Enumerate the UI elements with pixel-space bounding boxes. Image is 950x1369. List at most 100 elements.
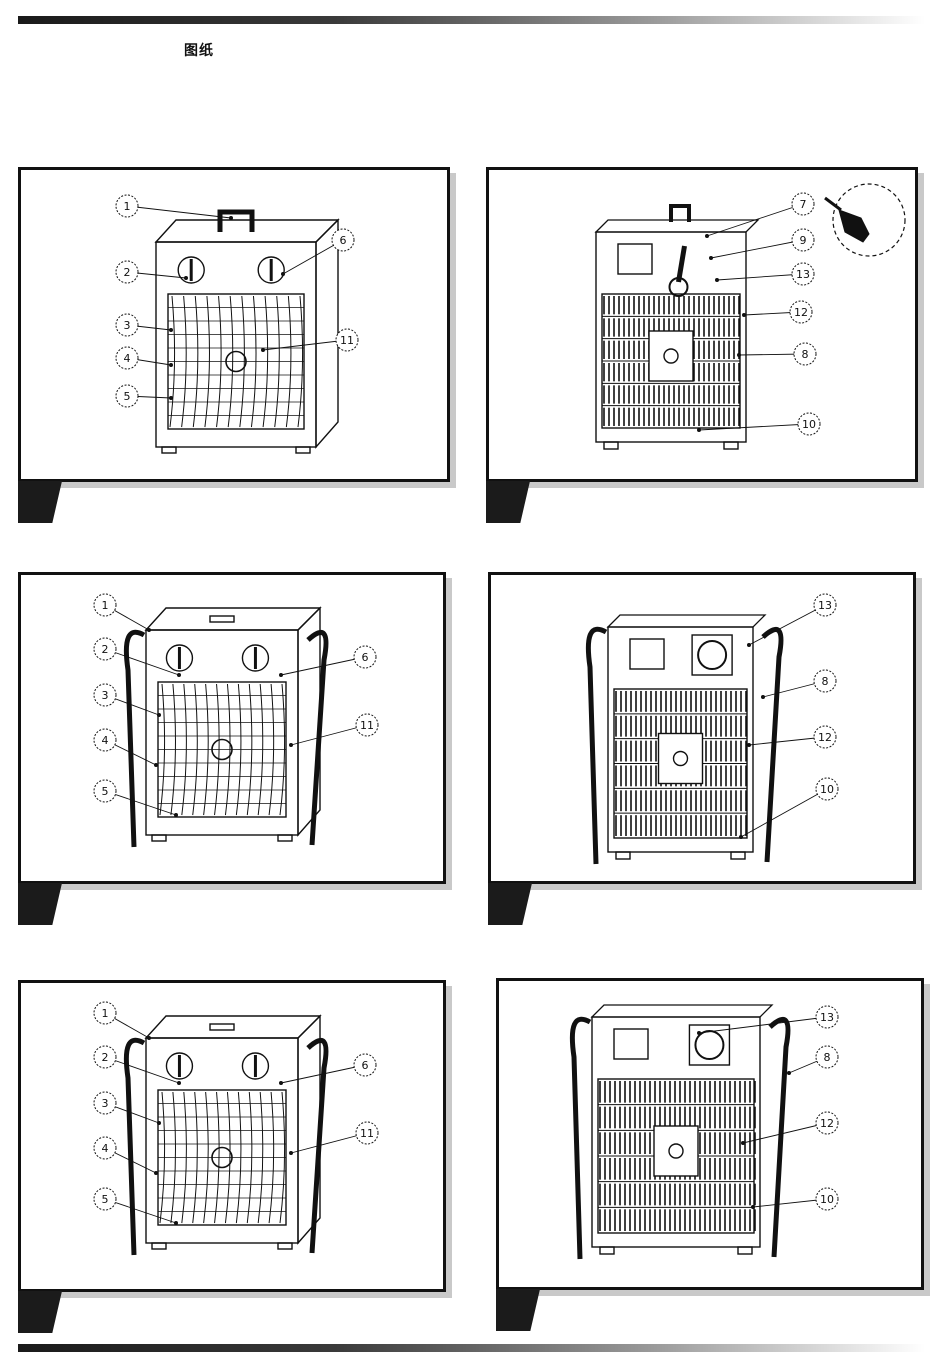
callout-label: 9 — [800, 234, 807, 247]
callout-label: 5 — [102, 1193, 109, 1206]
heater-top — [608, 615, 765, 627]
page-title: 图纸 — [184, 40, 214, 60]
leader-dot — [737, 353, 741, 357]
leader-dot — [705, 234, 709, 238]
stand-frame-left — [588, 629, 606, 864]
leader-dot — [279, 1081, 283, 1085]
callout-label: 12 — [794, 306, 808, 319]
foot — [604, 442, 618, 449]
leader-dot — [169, 363, 173, 367]
leader-dot — [709, 256, 713, 260]
rating-label — [630, 639, 664, 669]
leader-dot — [177, 1081, 181, 1085]
leader-dot — [147, 628, 151, 632]
figure-panel-4: 1381210 — [488, 572, 916, 884]
callout-label: 12 — [820, 1117, 834, 1130]
leader-dot — [177, 673, 181, 677]
leader-dot — [715, 278, 719, 282]
leader-dot — [184, 276, 188, 280]
foot — [731, 852, 745, 859]
callout-label: 2 — [124, 266, 131, 279]
callout-label: 4 — [102, 1142, 109, 1155]
callout-label: 8 — [802, 348, 809, 361]
leader-dot — [289, 743, 293, 747]
heater-top — [146, 608, 320, 630]
foot — [152, 835, 166, 841]
leader-dot — [787, 1071, 791, 1075]
leader-dot — [761, 695, 765, 699]
leader-line — [717, 274, 803, 280]
foot — [278, 835, 292, 841]
leader-line — [741, 789, 827, 837]
callout-label: 10 — [802, 418, 816, 431]
callout-label: 4 — [124, 352, 131, 365]
motor-plate — [649, 331, 693, 381]
foot — [278, 1243, 292, 1249]
leader-dot — [174, 1221, 178, 1225]
heater-top — [156, 220, 338, 242]
leader-dot — [229, 216, 233, 220]
callout-label: 4 — [102, 734, 109, 747]
stand-frame-left — [126, 632, 144, 847]
top-label-plate — [210, 1024, 234, 1030]
callout-label: 13 — [820, 1011, 834, 1024]
callout-label: 6 — [362, 651, 369, 664]
stand-frame-right — [763, 629, 781, 862]
figure-tab-6 — [496, 1289, 540, 1331]
rating-label — [614, 1029, 648, 1059]
leader-dot — [741, 1141, 745, 1145]
leader-line — [263, 340, 347, 350]
callout-label: 3 — [102, 689, 109, 702]
callout-label: 1 — [124, 200, 131, 213]
heater-top — [146, 1016, 320, 1038]
leader-dot — [751, 1205, 755, 1209]
carry-handle — [220, 212, 252, 232]
leader-dot — [147, 1036, 151, 1040]
leader-line — [749, 605, 825, 645]
callout-label: 10 — [820, 783, 834, 796]
leader-dot — [154, 1171, 158, 1175]
figure-tab-2 — [486, 481, 530, 523]
foot — [738, 1247, 752, 1254]
leader-line — [711, 240, 803, 258]
callout-label: 2 — [102, 643, 109, 656]
top-label-plate — [210, 616, 234, 622]
callout-label: 6 — [362, 1059, 369, 1072]
callout-label: 11 — [360, 1127, 374, 1140]
figure-panel-1: 12345611 — [18, 167, 450, 482]
heater-top — [596, 220, 758, 232]
foot — [724, 442, 738, 449]
figure-tab-4 — [488, 883, 532, 925]
leader-dot — [279, 673, 283, 677]
header-gradient-bar — [18, 16, 925, 24]
leader-dot — [747, 643, 751, 647]
leader-line — [127, 206, 231, 218]
callout-label: 13 — [818, 599, 832, 612]
callout-label: 8 — [824, 1051, 831, 1064]
leader-line — [291, 1133, 367, 1153]
plug-icon — [839, 210, 869, 242]
callout-label: 8 — [822, 675, 829, 688]
leader-dot — [697, 428, 701, 432]
leader-line — [699, 424, 809, 430]
leader-dot — [157, 1121, 161, 1125]
leader-dot — [174, 813, 178, 817]
leader-line — [291, 725, 367, 745]
leader-dot — [154, 763, 158, 767]
callout-label: 6 — [340, 234, 347, 247]
stand-frame-left — [572, 1019, 590, 1259]
leader-dot — [169, 396, 173, 400]
leader-dot — [747, 743, 751, 747]
stand-frame-right — [770, 1019, 788, 1257]
leader-dot — [169, 328, 173, 332]
foot — [152, 1243, 166, 1249]
leader-dot — [281, 272, 285, 276]
figure-drawing-4: 1381210 — [491, 575, 913, 881]
leader-dot — [261, 348, 265, 352]
motor-plate — [654, 1126, 698, 1176]
foot — [616, 852, 630, 859]
